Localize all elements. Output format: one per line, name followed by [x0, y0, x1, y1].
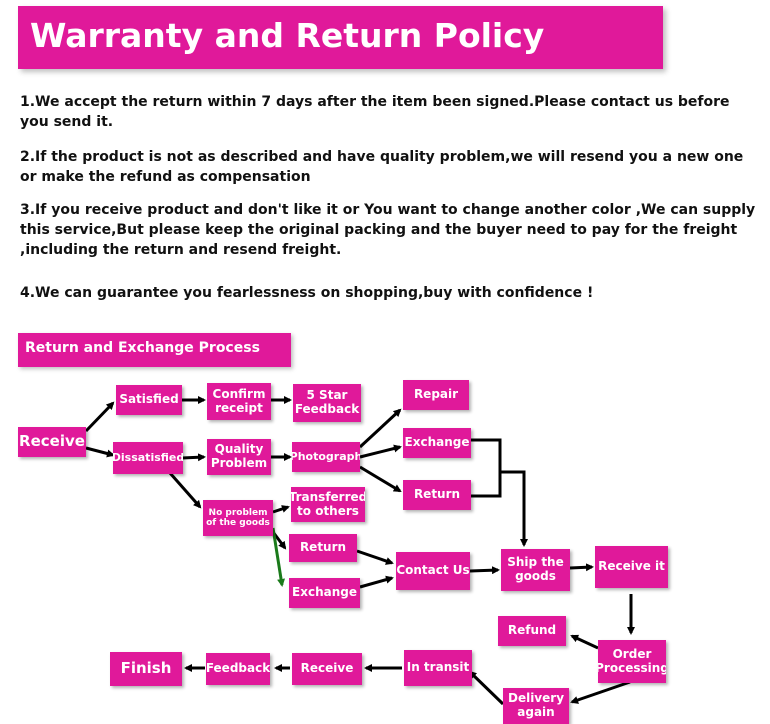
- arrow-exchange-ship: [470, 438, 528, 547]
- page-title: Warranty and Return Policy: [30, 16, 545, 55]
- node-return-top: Return: [403, 480, 471, 510]
- node-5star-feedback: 5 Star Feedback: [293, 384, 361, 422]
- node-transferred: Transferred to others: [291, 487, 365, 522]
- node-receive-bottom: Receive: [292, 653, 362, 685]
- node-receive: Receive: [18, 427, 86, 457]
- node-exchange-top: Exchange: [403, 428, 471, 458]
- node-exchange-mid: Exchange: [289, 578, 360, 608]
- arrow-noproblem-exchangemid: [271, 527, 286, 587]
- node-contact-us: Contact Us: [396, 552, 470, 590]
- node-finish: Finish: [110, 652, 182, 686]
- process-title: Return and Exchange Process: [25, 340, 260, 356]
- arrow-dissatisfied-quality: [181, 453, 206, 462]
- arrow-order-refund: [570, 634, 599, 650]
- node-repair: Repair: [403, 380, 469, 410]
- node-quality-problem: Quality Problem: [207, 439, 271, 475]
- arrow-receive-dissatisfied: [85, 446, 115, 458]
- process-title-banner: Return and Exchange Process: [18, 333, 291, 367]
- node-ship-goods: Ship the goods: [501, 549, 570, 591]
- arrow-photograph-return: [359, 465, 402, 493]
- arrow-receive-satisfied: [84, 401, 115, 433]
- arrow-delivery-intransit: [468, 670, 505, 706]
- node-photograph: Photograph: [292, 442, 360, 472]
- node-satisfied: Satisfied: [116, 385, 182, 415]
- policy-item-3: 3.If you receive product and don't like …: [20, 202, 756, 258]
- arrow-contact-ship: [469, 566, 500, 575]
- arrow-return-ship: [470, 472, 502, 498]
- node-order-processing: Order Processing: [598, 640, 666, 683]
- policy-item-4: 4.We can guarantee you fearlessness on s…: [20, 285, 594, 301]
- arrow-photograph-exchange: [359, 444, 402, 459]
- arrow-photograph-repair: [358, 408, 402, 449]
- arrow-noproblem-transferred: [272, 505, 290, 514]
- node-return-mid: Return: [289, 534, 357, 562]
- arrow-order-delivery: [570, 680, 631, 704]
- arrow-exchangemid-contact: [359, 575, 394, 589]
- node-delivery-again: Delivery again: [503, 688, 569, 724]
- node-receive-it: Receive it: [595, 546, 668, 588]
- title-banner: Warranty and Return Policy: [18, 6, 663, 69]
- arrow-ship-receiveit: [569, 563, 594, 572]
- arrow-returnmid-contact: [356, 549, 394, 565]
- node-confirm-receipt: Confirm receipt: [207, 383, 271, 420]
- arrow-dissatisfied-noproblem: [168, 472, 202, 509]
- node-no-problem: No problem of the goods: [203, 500, 273, 536]
- node-in-transit: In transit: [404, 650, 472, 686]
- node-feedback: Feedback: [206, 653, 270, 685]
- node-dissatisfied: Dissatisfied: [113, 442, 183, 474]
- policy-item-2: 2.If the product is not as described and…: [20, 149, 744, 185]
- policy-item-1: 1.We accept the return within 7 days aft…: [20, 94, 730, 130]
- node-refund: Refund: [498, 616, 566, 646]
